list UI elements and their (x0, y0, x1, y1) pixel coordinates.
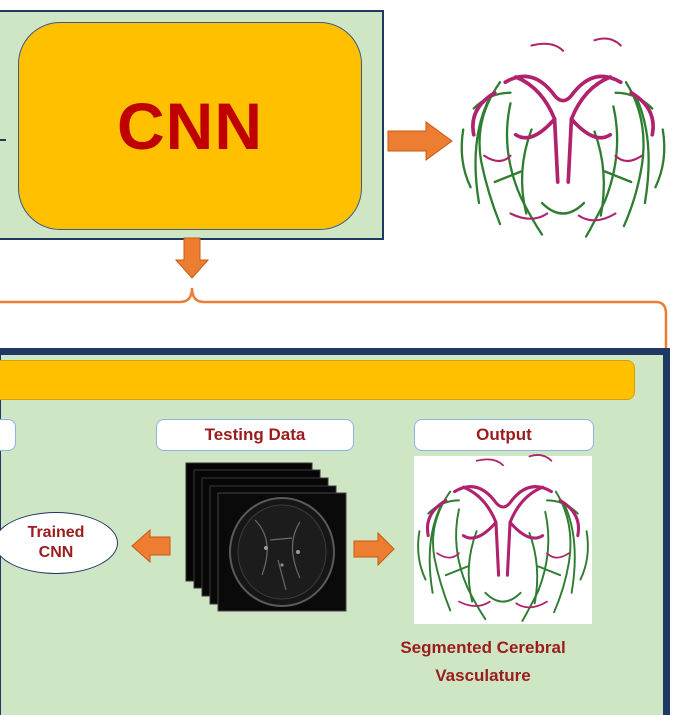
trained-cnn-node: Trained CNN (0, 512, 118, 574)
cnn-label: CNN (117, 89, 263, 163)
output-image-frame (414, 456, 592, 624)
connectors-layer (0, 121, 668, 356)
output-label: Output (414, 419, 594, 451)
vasculature-top-image (459, 36, 667, 239)
orange-brace (0, 287, 668, 356)
trained-cnn-line1: Trained (27, 524, 85, 541)
cnn-block: CNN (18, 22, 362, 230)
testing-data-label: Testing Data (156, 419, 354, 451)
output-arrow (353, 531, 395, 567)
testing-layer (131, 462, 395, 612)
partial-label-box (0, 419, 16, 451)
vasculature-layer (416, 36, 667, 623)
output-caption: Segmented Cerebral Vasculature (370, 634, 596, 690)
left-arrow (131, 528, 171, 564)
down-arrow (174, 237, 210, 279)
caption-line2: Vasculature (435, 666, 531, 685)
mri-stack-image (185, 462, 347, 612)
caption-line1: Segmented Cerebral (400, 638, 566, 657)
trained-cnn-line2: CNN (38, 544, 74, 561)
header-bar (0, 360, 635, 400)
vasculature-output-image (416, 453, 590, 623)
right-arrow (387, 121, 453, 161)
